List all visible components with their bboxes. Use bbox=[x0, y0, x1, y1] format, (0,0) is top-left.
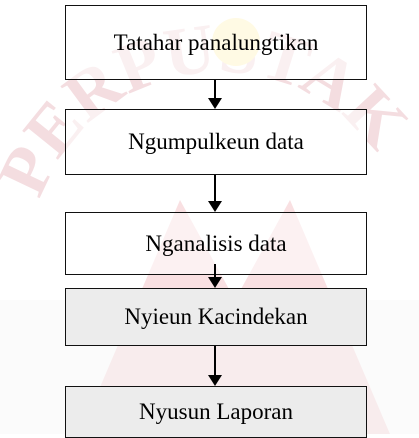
step-3-box: Nganalisis data bbox=[65, 212, 367, 275]
step-1-box: Tatahar panalungtikan bbox=[65, 5, 367, 80]
step-1-label: Tatahar panalungtikan bbox=[113, 29, 319, 55]
step-3-label: Nganalisis data bbox=[145, 230, 287, 256]
step-4-box: Nyieun Kacindekan bbox=[65, 288, 367, 346]
arrow-4-5 bbox=[208, 346, 222, 386]
step-4-label: Nyieun Kacindekan bbox=[124, 304, 308, 329]
arrow-3-4 bbox=[208, 264, 222, 288]
step-2-label: Ngumpulkeun data bbox=[128, 129, 304, 154]
arrow-1-2 bbox=[208, 80, 222, 109]
arrow-2-3 bbox=[208, 175, 222, 212]
step-5-label: Nyusun Laporan bbox=[139, 399, 293, 424]
step-5-box: Nyusun Laporan bbox=[65, 386, 367, 438]
step-2-box: Ngumpulkeun data bbox=[65, 109, 367, 175]
